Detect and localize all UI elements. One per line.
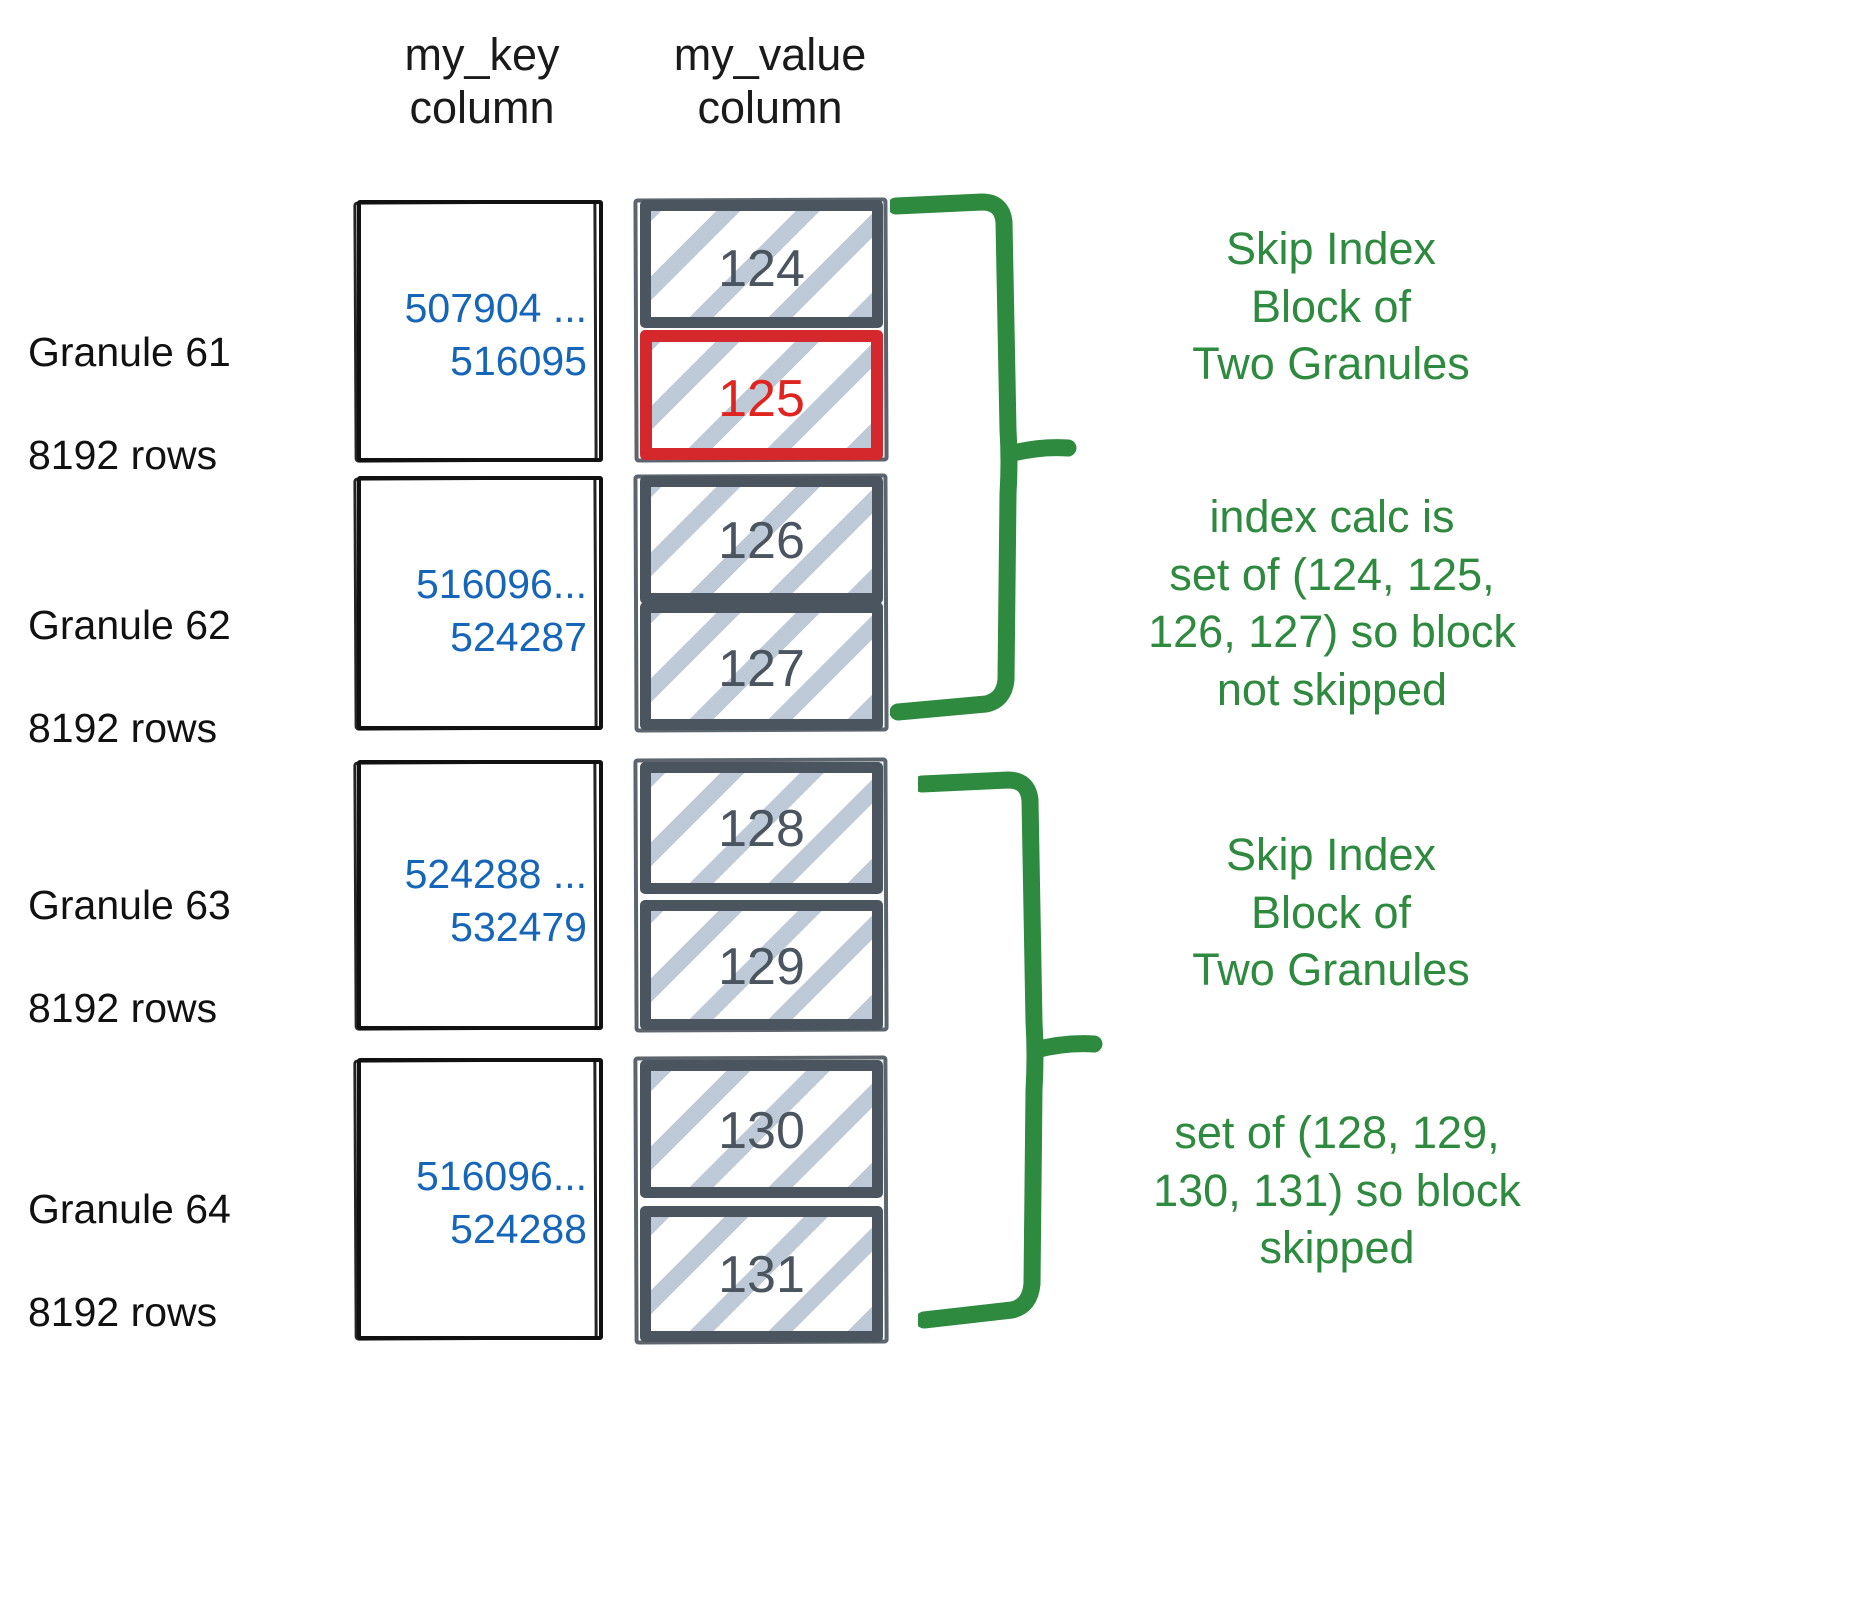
value-block-125-flagged: 125 bbox=[640, 330, 883, 460]
annotation-index-calc-not-skipped: index calc is set of (124, 125, 126, 127… bbox=[1148, 491, 1516, 715]
key-box-granule-63: 524288 ... 532479 bbox=[357, 760, 603, 1030]
key-range-63: 524288 ... 532479 bbox=[404, 851, 587, 951]
my-key-column-header: my_key column bbox=[404, 29, 560, 134]
value-number-125: 125 bbox=[718, 370, 805, 428]
key-box-granule-61: 507904 ... 516095 bbox=[357, 200, 603, 462]
value-number-129: 129 bbox=[718, 938, 805, 996]
value-block-128: 128 bbox=[640, 762, 883, 894]
value-block-126: 126 bbox=[640, 476, 883, 604]
value-number-127: 127 bbox=[718, 640, 805, 698]
value-number-130: 130 bbox=[718, 1102, 805, 1160]
my-value-column-header: my_value column bbox=[673, 29, 867, 134]
value-number-126: 126 bbox=[718, 512, 805, 570]
granule-label-63: Granule 63 8192 rows bbox=[28, 828, 338, 1086]
key-range-64: 516096... 524288 bbox=[416, 1153, 587, 1253]
granule-rows-61: 8192 rows bbox=[28, 431, 218, 478]
granule-rows-62: 8192 rows bbox=[28, 704, 218, 751]
value-number-128: 128 bbox=[718, 800, 805, 858]
granule-name-61: Granule 61 bbox=[28, 328, 231, 375]
granule-label-61: Granule 61 8192 rows bbox=[28, 275, 338, 533]
value-block-129: 129 bbox=[640, 900, 883, 1030]
value-block-130: 130 bbox=[640, 1060, 883, 1198]
annotation-skip-index-block-1: Skip Index Block of Two Granules bbox=[1192, 223, 1470, 390]
value-block-127: 127 bbox=[640, 602, 883, 730]
granule-name-64: Granule 64 bbox=[28, 1185, 231, 1232]
value-number-131: 131 bbox=[718, 1246, 805, 1304]
annotation-skip-index-block-2: Skip Index Block of Two Granules bbox=[1192, 829, 1470, 996]
key-range-62: 516096... 524287 bbox=[416, 561, 587, 661]
granule-name-62: Granule 62 bbox=[28, 601, 231, 648]
skip-index-bracket-1 bbox=[890, 180, 1110, 750]
value-block-124: 124 bbox=[640, 200, 883, 328]
annotation-index-calc-skipped: set of (128, 129, 130, 131) so block ski… bbox=[1153, 1107, 1521, 1274]
granule-rows-64: 8192 rows bbox=[28, 1288, 218, 1335]
key-box-granule-62: 516096... 524287 bbox=[357, 476, 603, 730]
granule-name-63: Granule 63 bbox=[28, 881, 231, 928]
granule-label-64: Granule 64 8192 rows bbox=[28, 1132, 338, 1390]
granule-rows-63: 8192 rows bbox=[28, 984, 218, 1031]
key-box-granule-64: 516096... 524288 bbox=[357, 1058, 603, 1340]
key-range-61: 507904 ... 516095 bbox=[404, 285, 587, 385]
value-block-131: 131 bbox=[640, 1206, 883, 1342]
granule-label-62: Granule 62 8192 rows bbox=[28, 548, 338, 806]
value-number-124: 124 bbox=[718, 240, 805, 298]
